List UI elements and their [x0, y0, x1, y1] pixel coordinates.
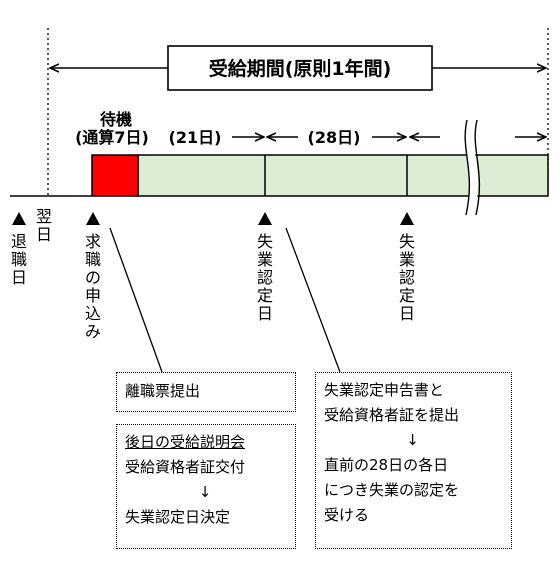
declaration-line5: 受ける: [324, 506, 370, 524]
submit-ticket-text: 離職票提出: [125, 382, 201, 400]
cert2-label: 失業認定日: [399, 232, 415, 323]
next-day-label: 翌日: [36, 207, 52, 244]
briefing-line2: 失業認定日決定: [125, 508, 231, 526]
period-label: 受給期間(原則1年間): [209, 57, 392, 80]
cert1-leader-line: [285, 227, 341, 373]
apply-leader-line: [109, 227, 163, 373]
declaration-arrow: ↓: [406, 431, 419, 449]
vertical-label-char: 失: [399, 232, 415, 251]
vertical-label-char: 職: [11, 250, 27, 269]
vertical-label-char: 日: [11, 268, 27, 287]
briefing-title: 後日の受給説明会: [125, 433, 246, 451]
briefing-note: 後日の受給説明会 受給資格者証交付 ↓ 失業認定日決定: [116, 424, 296, 549]
vertical-label-char: の: [85, 268, 101, 287]
timeline-break-mark: [464, 118, 481, 216]
vertical-label-char: 込: [85, 304, 101, 323]
vertical-label-char: 業: [399, 250, 415, 269]
vertical-label-char: 翌: [36, 207, 52, 226]
vertical-label-char: 定: [257, 286, 273, 305]
vertical-label-char: 業: [257, 250, 273, 269]
vertical-label-char: 認: [257, 268, 273, 287]
vertical-label-char: 求: [85, 232, 101, 251]
segment-21-label: (21日): [169, 128, 222, 147]
vertical-label-char: 定: [399, 286, 415, 305]
retire-marker-icon: [12, 212, 26, 225]
waiting-detail: (通算7日): [75, 128, 149, 147]
declaration-note: 失業認定申告書と 受給資格者証を提出 ↓ 直前の28日の各日 につき失業の認定を…: [315, 372, 512, 549]
cert1-marker-icon: [258, 212, 272, 225]
vertical-label-char: 失: [257, 232, 273, 251]
retire-label: 退職日: [11, 232, 27, 287]
declaration-line4: につき失業の認定を: [324, 481, 460, 499]
vertical-label-char: 日: [36, 225, 52, 244]
declaration-line3: 直前の28日の各日: [324, 456, 449, 474]
briefing-line1: 受給資格者証交付: [125, 458, 246, 476]
declaration-line1: 失業認定申告書と: [324, 381, 445, 399]
benefit-bar: [137, 154, 549, 197]
submit-ticket-note: 離職票提出: [116, 372, 296, 412]
briefing-arrow: ↓: [198, 483, 212, 501]
period-label-box: [167, 45, 433, 91]
vertical-label-char: 認: [399, 268, 415, 287]
cert1-label: 失業認定日: [257, 232, 273, 323]
apply-marker-icon: [86, 212, 100, 225]
cert2-marker-icon: [400, 212, 414, 225]
vertical-label-char: 職: [85, 250, 101, 269]
waiting-title: 待機: [100, 110, 132, 129]
vertical-label-char: 日: [399, 304, 415, 323]
segment-28-label: (28日): [308, 128, 361, 147]
waiting-period-block: [91, 154, 139, 197]
vertical-label-char: 申: [85, 286, 101, 305]
vertical-label-char: 退: [11, 232, 27, 251]
vertical-label-char: み: [85, 322, 101, 341]
vertical-label-char: 日: [257, 304, 273, 323]
declaration-line2: 受給資格者証を提出: [324, 406, 460, 424]
